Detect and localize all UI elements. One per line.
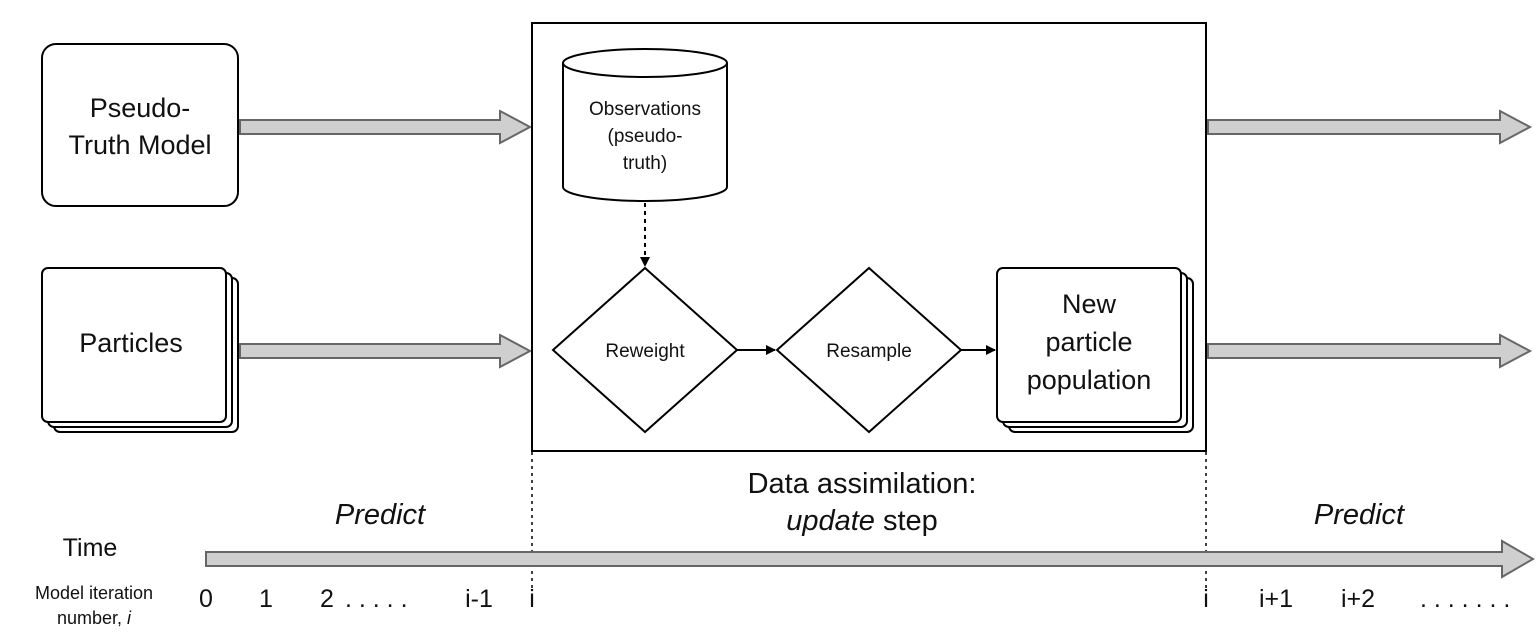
arrow-particles-output bbox=[1207, 333, 1533, 369]
observations-label-line1: Observations bbox=[589, 99, 701, 120]
tick-1: 1 bbox=[259, 585, 273, 613]
pseudo-truth-model-node: Pseudo- Truth Model bbox=[41, 43, 239, 207]
tick-i-plus-1: i+1 bbox=[1259, 585, 1293, 613]
tick-dots-right: . . . . . . . bbox=[1420, 585, 1510, 613]
new-particle-population-node: New particle population bbox=[996, 267, 1194, 433]
reweight-node: Reweight bbox=[551, 266, 739, 434]
update-step-label: update step bbox=[786, 505, 938, 537]
resample-node: Resample bbox=[775, 266, 963, 434]
observations-label-line2: (pseudo- bbox=[608, 126, 683, 147]
time-arrow bbox=[205, 539, 1535, 579]
iteration-label-line2: number, i bbox=[57, 608, 132, 628]
tick-i-plus-2: i+2 bbox=[1341, 585, 1375, 613]
tick-2: 2 bbox=[320, 585, 334, 613]
iteration-ticks: 0 1 2 . . . . . i-1 i i i+1 i+2 . . . . … bbox=[199, 585, 1510, 613]
tick-dots-left: . . . . . bbox=[345, 585, 408, 613]
data-assimilation-label: Data assimilation: bbox=[748, 468, 977, 500]
new-population-label-line2: particle bbox=[1045, 327, 1132, 357]
arrow-truth-output bbox=[1207, 109, 1533, 145]
new-population-label-line3: population bbox=[1027, 365, 1152, 395]
tick-0: 0 bbox=[199, 585, 213, 613]
particles-node: Particles bbox=[41, 267, 239, 433]
iteration-label-line1: Model iteration bbox=[35, 583, 153, 603]
arrow-particles-to-da bbox=[239, 333, 533, 369]
pseudo-truth-label-line1: Pseudo- bbox=[90, 93, 191, 123]
particles-label: Particles bbox=[79, 328, 183, 358]
predict-right-label: Predict bbox=[1314, 499, 1406, 531]
arrow-pseudo-truth-to-da bbox=[239, 109, 533, 145]
reweight-label: Reweight bbox=[605, 341, 685, 362]
tick-i-end: i bbox=[1203, 585, 1209, 613]
new-population-label-line1: New bbox=[1062, 289, 1117, 319]
time-label: Time bbox=[63, 534, 118, 562]
pseudo-truth-label-line2: Truth Model bbox=[68, 130, 211, 160]
tick-i-minus-1: i-1 bbox=[465, 585, 493, 613]
observations-label-line3: truth) bbox=[623, 153, 667, 174]
tick-i-start: i bbox=[529, 585, 535, 613]
observations-cylinder: Observations (pseudo- truth) bbox=[562, 48, 728, 202]
resample-label: Resample bbox=[826, 341, 912, 362]
predict-left-label: Predict bbox=[335, 499, 427, 531]
